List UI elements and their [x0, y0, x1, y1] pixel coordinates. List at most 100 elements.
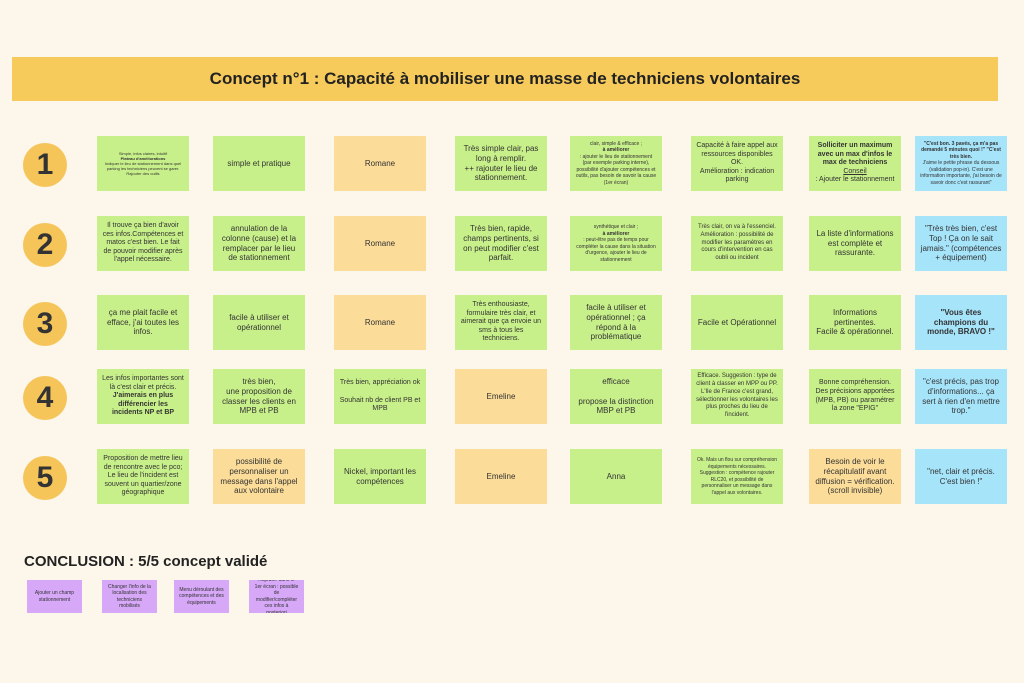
note-text: Romane — [364, 317, 396, 327]
note-text: "Vous êtes champions du monde, BRAVO !" — [927, 307, 995, 337]
row-number-5: 5 — [23, 455, 67, 500]
note-text: "C'est bon. 3 pavés, ça m'a pas demandé … — [921, 140, 1001, 160]
note-text: Efficace. Suggestion : type de client à … — [696, 373, 778, 419]
note-text: Bonne compréhension. Des précisions appo… — [815, 379, 895, 413]
sticky-note: Capacité à faire appel aux ressources di… — [691, 136, 783, 191]
sticky-note: Très bien, rapide, champs pertinents, si… — [455, 216, 547, 271]
note-text: très bien, une proposition de classer le… — [222, 377, 296, 416]
note-text: Il trouve ça bien d'avoir ces infos.Comp… — [102, 222, 184, 264]
note-text: Rajouter dans le 1er écran : possible de… — [254, 580, 299, 613]
note-text: : peut-être pas de temps pour compléter … — [576, 237, 656, 263]
note-text: Nickel, important les compétences — [343, 466, 417, 486]
sticky-note: simple et pratique — [213, 136, 305, 191]
note-text: Besoin de voir le récapitulatif avant di… — [815, 457, 895, 496]
note-text: Romane — [364, 238, 396, 248]
note-text: Informations pertinentes. Facile & opéra… — [816, 307, 894, 337]
note-text: Emeline — [486, 391, 516, 401]
note-text: "c'est précis, pas trop d'informations..… — [922, 377, 1000, 416]
sticky-note: Ok. Mais un flou sur compréhension équip… — [691, 449, 783, 504]
note-text: Solliciter un maximum avec un max d'info… — [817, 142, 893, 167]
sticky-note: Très bien, appréciation ok Souhait nb de… — [334, 369, 426, 424]
note-text: facile à utiliser et opérationnel — [229, 312, 289, 332]
row-number-4: 4 — [23, 375, 67, 420]
sticky-note: Informations pertinentes. Facile & opéra… — [809, 295, 901, 350]
note-text: Facile et Opérationnel — [697, 317, 777, 327]
conclusion-sticky-note: Menu déroulant des compétences et des éq… — [174, 580, 229, 613]
note-text: La liste d'informations est complète et … — [816, 228, 894, 258]
sticky-note: Romane — [334, 216, 426, 271]
sticky-note: Emeline — [455, 369, 547, 424]
note-text: Conseil — [843, 167, 867, 175]
sticky-note: Anna — [570, 449, 662, 504]
note-text: Très simple clair, pas long à remplir. +… — [463, 144, 539, 183]
sticky-note: Emeline — [455, 449, 547, 504]
sticky-note: Les infos importantes sont là c'est clai… — [97, 369, 189, 424]
sticky-note: efficace propose la distinction MBP et P… — [570, 369, 662, 424]
sticky-note: facile à utiliser et opérationnel — [213, 295, 305, 350]
sticky-note: clair, simple & efficace ;à améliorer: a… — [570, 136, 662, 191]
sticky-note: annulation de la colonne (cause) et la r… — [213, 216, 305, 271]
note-text: Simple, infos claires, intuitif — [118, 150, 168, 156]
sticky-note: "c'est précis, pas trop d'informations..… — [915, 369, 1007, 424]
note-text: ça me plait facile et efface, j'ai toute… — [106, 307, 180, 337]
note-text: efficace propose la distinction MBP et P… — [578, 377, 654, 416]
note-text: Changer l'info de la localisation des te… — [108, 583, 151, 610]
note-text: Capacité à faire appel aux ressources di… — [696, 142, 778, 184]
concept-title: Concept n°1 : Capacité à mobiliser une m… — [209, 69, 801, 88]
sticky-note: Efficace. Suggestion : type de client à … — [691, 369, 783, 424]
note-text: J'aimerais en plus différencier les inci… — [111, 392, 175, 417]
row-number-3: 3 — [23, 301, 67, 346]
note-text: simple et pratique — [227, 158, 291, 168]
sticky-note: Proposition de mettre lieu de rencontre … — [97, 449, 189, 504]
note-text: possibilité de personnaliser un message … — [220, 457, 298, 496]
concept-title-banner: Concept n°1 : Capacité à mobiliser une m… — [12, 57, 998, 101]
note-text: Très bien, appréciation ok Souhait nb de… — [339, 379, 421, 413]
sticky-note: ça me plait facile et efface, j'ai toute… — [97, 295, 189, 350]
sticky-note: Romane — [334, 136, 426, 191]
sticky-note: très bien, une proposition de classer le… — [213, 369, 305, 424]
note-text: Anna — [606, 471, 626, 481]
note-text: Très enthousiaste, formulaire très clair… — [460, 301, 542, 343]
note-text: "Très très bien, c'est Top ! Ça on le sa… — [920, 224, 1002, 263]
sticky-note: Romane — [334, 295, 426, 350]
sticky-note: Très simple clair, pas long à remplir. +… — [455, 136, 547, 191]
note-text: : ajouter le lieu de stationnement (par … — [575, 153, 657, 186]
note-text: Plateau d'améliorations — [120, 155, 166, 161]
note-text: J'aime le petite phrase du dessous (vali… — [920, 160, 1002, 186]
conclusion-title: CONCLUSION : 5/5 concept validé — [24, 553, 268, 570]
sticky-note: Très enthousiaste, formulaire très clair… — [455, 295, 547, 350]
conclusion-sticky-note: Rajouter dans le 1er écran : possible de… — [249, 580, 304, 613]
note-text: à améliorer — [602, 147, 630, 154]
sticky-note: Facile et Opérationnel — [691, 295, 783, 350]
sticky-note: Bonne compréhension. Des précisions appo… — [809, 369, 901, 424]
note-text: facile à utiliser et opérationnel ; ça r… — [586, 303, 646, 342]
note-text: annulation de la colonne (cause) et la r… — [221, 224, 297, 263]
sticky-note: Il trouve ça bien d'avoir ces infos.Comp… — [97, 216, 189, 271]
sticky-note: Nickel, important les compétences — [334, 449, 426, 504]
note-text: Proposition de mettre lieu de rencontre … — [103, 455, 183, 497]
note-text: à améliorer — [602, 230, 630, 237]
sticky-note: Très clair, on va à l'essenciel. Amélior… — [691, 216, 783, 271]
note-text: Menu déroulant des compétences et des éq… — [179, 586, 224, 606]
conclusion-sticky-note: Ajouter un champ stationnement — [27, 580, 82, 613]
note-text: Ok. Mais un flou sur compréhension équip… — [696, 457, 778, 496]
note-text: Emeline — [486, 471, 516, 481]
sticky-note: Solliciter un maximum avec un max d'info… — [809, 136, 901, 191]
note-text: clair, simple & efficace ; — [589, 140, 643, 147]
sticky-note: "Très très bien, c'est Top ! Ça on le sa… — [915, 216, 1007, 271]
note-text: Ajouter un champ stationnement — [34, 590, 75, 603]
row-number-2: 2 — [23, 222, 67, 267]
note-text: : Ajouter le stationnement — [815, 176, 895, 184]
sticky-note: "net, clair et précis. C'est bien !" — [915, 449, 1007, 504]
sticky-note: La liste d'informations est complète et … — [809, 216, 901, 271]
note-text: Romane — [364, 158, 396, 168]
row-number-1: 1 — [23, 142, 67, 187]
note-text: "net, clair et précis. C'est bien !" — [927, 466, 995, 486]
note-text: Les infos importantes sont là c'est clai… — [102, 375, 184, 391]
sticky-note: synthétique et clair ;à améliorer: peut-… — [570, 216, 662, 271]
sticky-note: facile à utiliser et opérationnel ; ça r… — [570, 295, 662, 350]
note-text: Indiquer le lieu de stationnement dans q… — [104, 160, 182, 177]
sticky-note: possibilité de personnaliser un message … — [213, 449, 305, 504]
sticky-note: "C'est bon. 3 pavés, ça m'a pas demandé … — [915, 136, 1007, 191]
